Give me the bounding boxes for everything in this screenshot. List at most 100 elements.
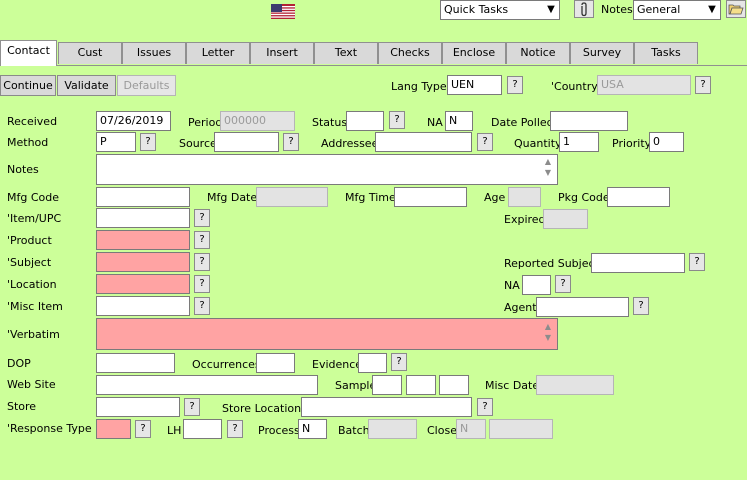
tab-text[interactable]: Text — [314, 42, 378, 64]
expired-input[interactable] — [543, 209, 588, 229]
notes-type-select[interactable]: General ▼ — [633, 0, 721, 20]
na-input[interactable]: N — [445, 111, 473, 131]
mfg-time-input[interactable] — [394, 187, 467, 207]
period-label: Period — [188, 116, 223, 129]
close-date-input[interactable] — [489, 419, 553, 439]
method-lookup-button[interactable]: ? — [140, 133, 156, 151]
agent-input[interactable] — [536, 297, 629, 317]
store-label: Store — [7, 400, 37, 413]
quantity-input[interactable]: 1 — [559, 132, 599, 152]
period-input[interactable]: 000000 — [220, 111, 295, 131]
store-location-input[interactable] — [301, 397, 472, 417]
method-input[interactable]: P — [96, 132, 136, 152]
sample-input-2[interactable] — [406, 375, 436, 395]
process-label: Process — [258, 424, 300, 437]
mfg-code-input[interactable] — [96, 187, 190, 207]
folder-open-icon — [728, 4, 744, 15]
lang-type-input[interactable]: UEN — [447, 75, 502, 95]
mfg-code-label: Mfg Code — [7, 191, 60, 204]
lh-input[interactable] — [183, 419, 222, 439]
web-site-input[interactable] — [96, 375, 318, 395]
paperclip-icon — [581, 2, 587, 17]
status-lookup-button[interactable]: ? — [389, 111, 405, 129]
product-lookup-button[interactable]: ? — [194, 231, 210, 249]
chevron-down-icon: ▼ — [547, 4, 555, 15]
product-input[interactable] — [96, 230, 190, 250]
priority-input[interactable]: 0 — [649, 132, 684, 152]
store-input[interactable] — [96, 397, 180, 417]
process-input[interactable]: N — [298, 419, 327, 439]
tab-insert[interactable]: Insert — [250, 42, 314, 64]
agent-lookup-button[interactable]: ? — [633, 297, 649, 315]
date-polled-input[interactable] — [550, 111, 628, 131]
verbatim-textarea[interactable] — [96, 318, 558, 350]
evidence-input[interactable] — [358, 353, 387, 373]
country-label: 'Country — [551, 80, 598, 93]
age-input[interactable] — [508, 187, 541, 207]
tab-enclose[interactable]: Enclose — [442, 42, 506, 64]
notes-textarea[interactable] — [96, 154, 558, 185]
tab-survey[interactable]: Survey — [570, 42, 634, 64]
reported-subject-label: Reported Subject — [504, 257, 599, 270]
sample-input-3[interactable] — [439, 375, 469, 395]
reported-subject-lookup-button[interactable]: ? — [689, 253, 705, 271]
sample-input-1[interactable] — [372, 375, 402, 395]
quick-tasks-value: Quick Tasks — [444, 3, 509, 16]
response-type-lookup-button[interactable]: ? — [135, 420, 151, 438]
lh-lookup-button[interactable]: ? — [227, 420, 243, 438]
validate-button[interactable]: Validate — [57, 75, 116, 96]
source-lookup-button[interactable]: ? — [283, 133, 299, 151]
reported-subject-input[interactable] — [591, 253, 685, 273]
addressee-lookup-button[interactable]: ? — [477, 133, 493, 151]
na2-lookup-button[interactable]: ? — [555, 275, 571, 293]
source-label: Source — [179, 137, 217, 150]
continue-button[interactable]: Continue — [0, 75, 56, 96]
store-lookup-button[interactable]: ? — [184, 398, 200, 416]
tab-issues[interactable]: Issues — [122, 42, 186, 64]
source-input[interactable] — [214, 132, 279, 152]
item-upc-input[interactable] — [96, 208, 190, 228]
received-input[interactable]: 07/26/2019 — [96, 111, 171, 131]
misc-item-lookup-button[interactable]: ? — [194, 297, 210, 315]
verbatim-scrollbar[interactable]: ▲▼ — [544, 322, 552, 342]
dop-input[interactable] — [96, 353, 175, 373]
na2-input[interactable] — [522, 275, 551, 295]
tab-strip-line — [0, 65, 747, 66]
pkg-code-input[interactable] — [607, 187, 670, 207]
defaults-button[interactable]: Defaults — [117, 75, 176, 96]
tab-notice[interactable]: Notice — [506, 42, 570, 64]
subject-lookup-button[interactable]: ? — [194, 253, 210, 271]
close-input[interactable]: N — [456, 419, 486, 439]
quick-tasks-select[interactable]: Quick Tasks ▼ — [440, 0, 560, 20]
open-folder-button[interactable] — [726, 0, 746, 18]
country-lookup-button[interactable]: ? — [695, 76, 711, 94]
batch-input[interactable] — [368, 419, 417, 439]
subject-input[interactable] — [96, 252, 190, 272]
store-location-lookup-button[interactable]: ? — [477, 398, 493, 416]
tab-letter[interactable]: Letter — [186, 42, 250, 64]
notes-scrollbar[interactable]: ▲▼ — [544, 157, 552, 177]
misc-date-label: Misc Date — [485, 379, 540, 392]
mfg-date-label: Mfg Date — [207, 191, 258, 204]
lh-label: LH — [167, 424, 182, 437]
addressee-input[interactable] — [375, 132, 472, 152]
tab-contact[interactable]: Contact — [0, 40, 57, 66]
mfg-date-input[interactable] — [256, 187, 328, 207]
response-type-input[interactable] — [96, 419, 131, 439]
location-input[interactable] — [96, 274, 190, 294]
chevron-down-icon: ▼ — [708, 4, 716, 15]
evidence-lookup-button[interactable]: ? — [391, 353, 407, 371]
tab-cust[interactable]: Cust — [58, 42, 122, 64]
misc-date-input[interactable] — [536, 375, 614, 395]
tab-checks[interactable]: Checks — [378, 42, 442, 64]
attachment-button[interactable] — [574, 0, 594, 18]
misc-item-input[interactable] — [96, 296, 190, 316]
item-upc-lookup-button[interactable]: ? — [194, 209, 210, 227]
tab-tasks[interactable]: Tasks — [634, 42, 698, 64]
occurrences-input[interactable] — [256, 353, 295, 373]
status-input[interactable] — [346, 111, 384, 131]
location-lookup-button[interactable]: ? — [194, 275, 210, 293]
item-upc-label: 'Item/UPC — [7, 212, 62, 225]
lang-type-lookup-button[interactable]: ? — [507, 76, 523, 94]
country-input[interactable]: USA — [597, 75, 691, 95]
